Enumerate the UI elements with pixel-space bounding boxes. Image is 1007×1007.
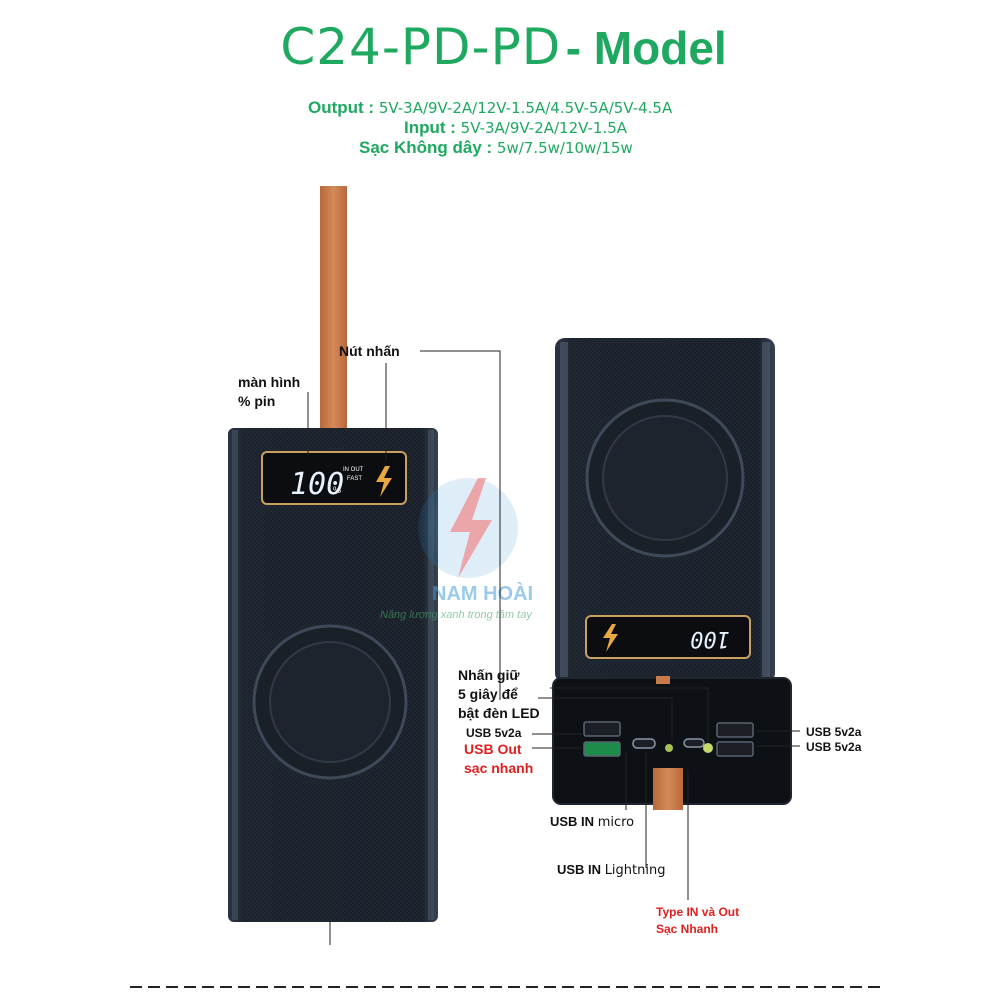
usb-port-fast: [583, 741, 621, 757]
spec-wireless-value: 5w/7.5w/10w/15w: [496, 139, 633, 157]
leader-lines: [307, 350, 800, 945]
right-cable: [653, 768, 683, 810]
left-powerbank: [228, 428, 438, 922]
watermark-logo: [418, 478, 518, 578]
spec-wireless: Sạc Không dây : 5w/7.5w/10w/15w: [359, 138, 633, 157]
right-display-percent: 100: [690, 626, 730, 651]
callout-hold-led: Nhấn giữ 5 giây để bật đèn LED: [458, 667, 540, 721]
typec-port: [683, 738, 705, 748]
spec-input: Input : 5V-3A/9V-2A/12V-1.5A: [404, 118, 628, 137]
watermark-brand: NAM HOÀI: [432, 582, 533, 605]
spec-wireless-label: Sạc Không dây: [359, 138, 482, 157]
spec-output: Output : 5V-3A/9V-2A/12V-1.5A/4.5V-5A/5V…: [308, 98, 673, 117]
right-powerbank: 100: [552, 338, 792, 805]
display-percent-sign: %: [333, 485, 341, 495]
model-title: C24-PD-PD - Model: [0, 18, 1007, 76]
spec-output-label: Output: [308, 98, 364, 117]
watermark-slogan: Năng lượng xanh trong tầm tay: [380, 609, 533, 621]
display-fast: FAST: [347, 476, 362, 482]
usb-port-right-bottom: [716, 741, 754, 757]
callout-usb-in-micro: USB IN micro: [550, 814, 635, 830]
callout-usb-out-fast: USB Out sạc nhanh: [464, 741, 534, 776]
callout-usb-left: USB 5v2a: [466, 726, 522, 740]
display-in-out: IN OUT: [343, 467, 364, 473]
right-display-panel: [585, 615, 751, 659]
micro-port: [632, 738, 656, 749]
spec-output-value: 5V-3A/9V-2A/12V-1.5A/4.5V-5A/5V-4.5A: [378, 99, 673, 117]
led-button: [703, 743, 713, 753]
usb-port-right-top: [716, 722, 754, 738]
left-display-panel: [261, 451, 407, 505]
callout-usb-in-lightning: USB IN Lightning: [557, 862, 666, 878]
left-cable: [320, 186, 347, 432]
display-percent: 100: [290, 467, 344, 502]
spec-input-value: 5V-3A/9V-2A/12V-1.5A: [460, 119, 628, 137]
usb-port-left-top: [583, 721, 621, 737]
callout-usb-right-1: USB 5v2a: [806, 725, 862, 739]
callout-typec: Type IN và Out Sạc Nhanh: [656, 905, 740, 936]
callout-screen: màn hình % pin: [238, 374, 301, 409]
callout-button: Nút nhấn: [339, 343, 400, 359]
model-word: - Model: [565, 22, 727, 74]
spec-input-label: Input: [404, 118, 446, 137]
lightning-button-icon[interactable]: [376, 466, 392, 497]
model-code: C24-PD-PD: [280, 18, 562, 76]
callout-usb-right-2: USB 5v2a: [806, 740, 862, 754]
